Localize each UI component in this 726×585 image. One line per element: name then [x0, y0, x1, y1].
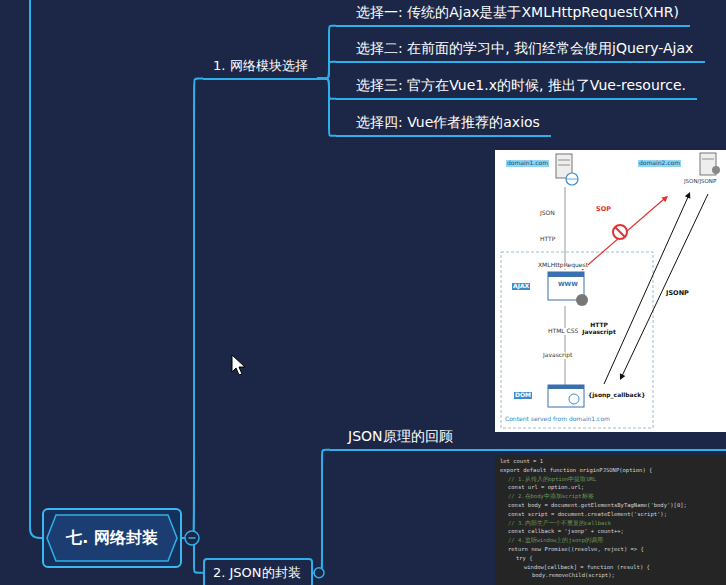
code-line: const script = document.createElement('s…: [508, 511, 667, 517]
arrow-head: [620, 373, 625, 380]
code-line: const body = document.getElementsByTagNa…: [508, 502, 687, 508]
globe-line: [566, 179, 578, 180]
code-line: export default function originPJSONP(opt…: [500, 467, 652, 473]
code-panel: [495, 455, 726, 585]
code-line: const url = option.url;: [508, 484, 584, 490]
figure-label: HTTP Javascript: [578, 322, 620, 336]
topic-text: 选择四: Vue作者推荐的axios: [356, 114, 540, 131]
hexagon-outline: [47, 515, 177, 561]
figure-label: AJAX: [512, 283, 530, 290]
response-line: [622, 194, 708, 376]
gear-icon: [576, 294, 588, 306]
figure-label: XMLHttpRequest: [538, 262, 588, 269]
branch-connector: [317, 79, 336, 99]
code-line: const callback = 'jsonp' + count++;: [508, 528, 624, 534]
arrow-head: [662, 196, 669, 202]
no-entry-symbol: [613, 225, 627, 239]
server-slot: [558, 165, 570, 166]
knob-circle: [185, 531, 199, 545]
figure-label: Javascript: [543, 352, 572, 359]
root-topic: 七. 网络封装: [42, 508, 182, 568]
no-entry-bar: [615, 227, 625, 237]
figure-label: JSONP: [666, 290, 689, 297]
topic-underline: 选择一: 传统的Ajax是基于XMLHttpRequest(XHR): [336, 4, 690, 27]
code-line: return new Promise((resolve, reject) => …: [508, 546, 644, 552]
knob-circle: [314, 568, 324, 578]
globe-icon: [569, 394, 579, 404]
code-line: // 3.内部生产一个不重复的callback: [508, 520, 611, 526]
figure-label: domain2.com: [638, 160, 681, 167]
branch-connector: [313, 450, 330, 573]
minus-sign: [189, 537, 196, 539]
topic-text: 1. 网络模块选择: [213, 58, 308, 74]
branch-dot: [314, 568, 324, 578]
code-line: try {: [516, 555, 533, 561]
figure-label: JSON/JSONP: [684, 178, 716, 184]
topic-underline: 选择二: 在前面的学习中, 我们经常会使用jQuery-Ajax: [336, 40, 705, 63]
topic-underline: JSON原理的回顾: [330, 428, 726, 451]
topic-text: 七. 网络封装: [66, 528, 158, 547]
branch-connector: [182, 79, 203, 538]
code-line: window[callback] = function (result) {: [524, 564, 650, 570]
figure-label: HTTP: [540, 236, 555, 243]
browser-bar: [548, 272, 584, 277]
figure-label: domain1.com: [506, 160, 549, 167]
code-line: // 1.从传入的option中提取URL: [508, 476, 596, 482]
figure-label: SOP: [596, 206, 611, 213]
branch-connector: [317, 26, 336, 79]
globe-icon: [566, 173, 578, 185]
topic-text: 选择一: 传统的Ajax是基于XMLHttpRequest(XHR): [356, 4, 679, 21]
figure-label: DOM: [514, 392, 532, 399]
branch-line: [30, 0, 44, 538]
blocked-request: [582, 199, 664, 270]
topic-underline: 选择三: 官方在Vue1.x的时候, 推出了Vue-resource.: [336, 77, 697, 100]
subtopic-box: 2. JSON的封装: [203, 558, 313, 585]
gear-icon: [712, 166, 720, 174]
browser-bar: [548, 385, 584, 389]
request-line: [604, 197, 688, 384]
code-line: let count = 1: [500, 458, 543, 464]
flow-line: [565, 306, 566, 385]
collapse-button: [185, 531, 199, 545]
browser-window: [548, 385, 584, 407]
figure-label: HTML CSS: [548, 328, 578, 335]
server-slot: [702, 159, 714, 160]
code-line: body.removeChild(script);: [532, 572, 615, 578]
illustration-panel: [495, 150, 726, 432]
code-line: // 4.监听window上的jsonp的调用: [508, 537, 603, 543]
mouse-cursor: [232, 355, 245, 375]
topic-text: 选择二: 在前面的学习中, 我们经常会使用jQuery-Ajax: [356, 40, 693, 57]
figure-label: {jsonp_callback}: [588, 392, 645, 399]
figure-label: JSON: [540, 210, 555, 217]
branch-connector: [317, 62, 336, 79]
topic-text: 2. JSON的封装: [213, 565, 301, 581]
origin-boundary: [501, 252, 653, 428]
branch-connector: [317, 79, 336, 136]
arrow-head: [685, 192, 691, 199]
figure-label: WWW: [558, 281, 578, 288]
topic-text: 选择三: 官方在Vue1.x的时候, 推出了Vue-resource.: [356, 77, 686, 94]
figure-label: Content served from domain1.com: [505, 416, 610, 423]
code-line: // 2.在body中添加script标签: [508, 493, 594, 499]
topic-text: JSON原理的回顾: [348, 428, 453, 445]
topic-underline: 1. 网络模块选择: [203, 58, 317, 80]
topic-underline: 选择四: Vue作者推荐的axios: [336, 114, 551, 137]
flow-line: [565, 187, 566, 270]
server-slot: [558, 160, 570, 161]
